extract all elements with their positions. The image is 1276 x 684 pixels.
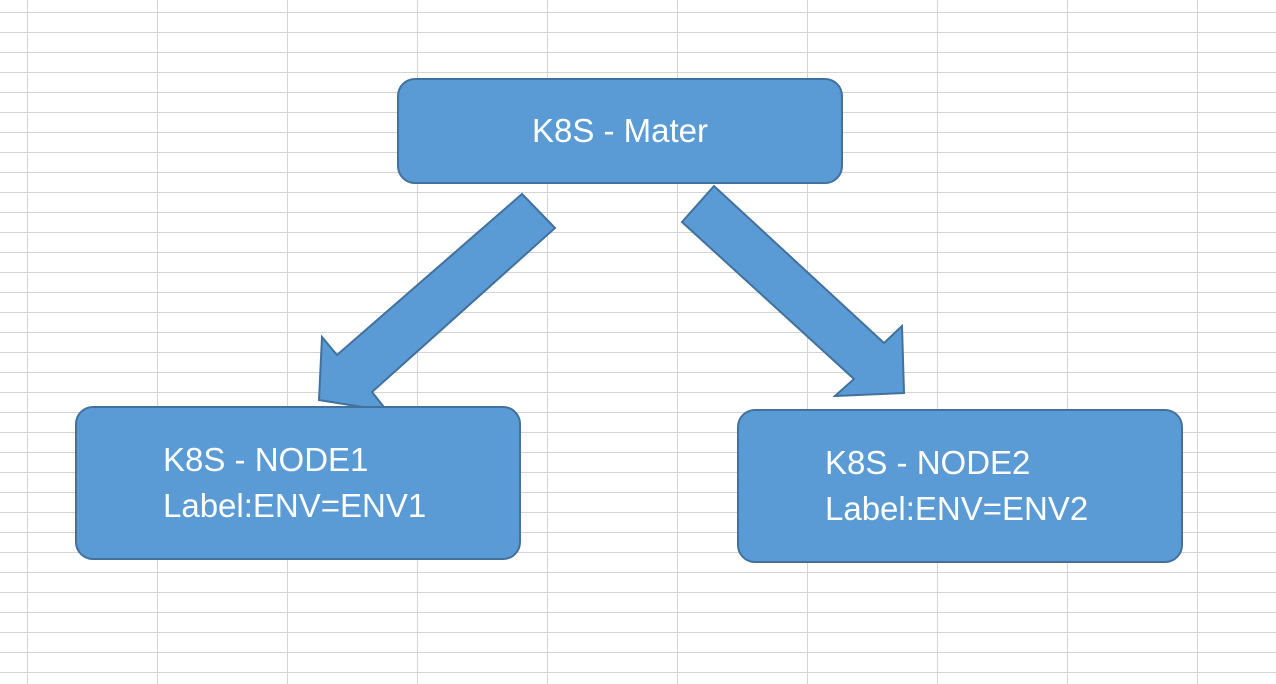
arrow-master-to-node1: [317, 192, 557, 413]
worker-node2-box: K8S - NODE2 Label:ENV=ENV2: [737, 409, 1183, 563]
master-node-box: K8S - Mater: [397, 78, 843, 184]
master-node-label: K8S - Mater: [531, 112, 709, 149]
node2-title: K8S - NODE2: [825, 444, 1031, 481]
node1-title: K8S - NODE1: [163, 441, 369, 478]
worker-node1-box: K8S - NODE1 Label:ENV=ENV1: [75, 406, 521, 560]
node2-env-label: Label:ENV=ENV2: [825, 490, 1089, 527]
arrow-master-to-node2: [680, 184, 906, 398]
node1-env-label: Label:ENV=ENV1: [163, 487, 427, 524]
